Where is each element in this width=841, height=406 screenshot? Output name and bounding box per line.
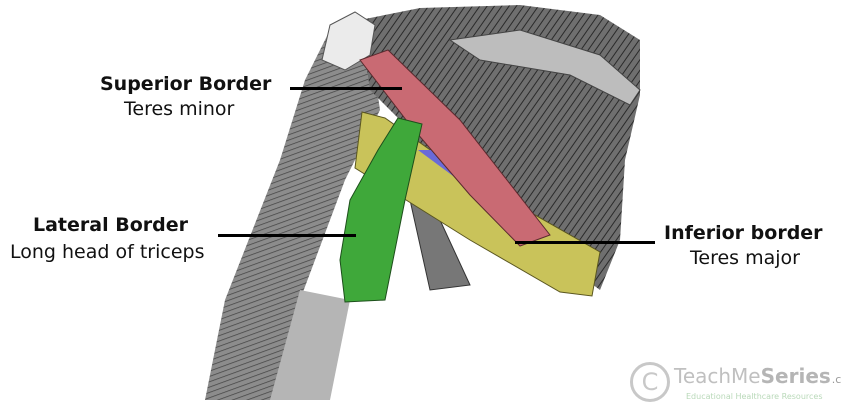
spine-of-scapula [448, 29, 641, 106]
teres-minor-muscle [359, 49, 551, 247]
long-head-triceps-muscle [339, 117, 423, 303]
logo-name-bold: Series [760, 364, 831, 388]
inferior-border-pointer-line [515, 241, 655, 244]
copyright-c-icon: C [630, 362, 670, 402]
superior-border-title: Superior Border [100, 73, 272, 95]
inferior-border-subtitle: Teres major [690, 247, 800, 269]
lateral-border-title: Lateral Border [33, 214, 188, 236]
logo-domain: .com [831, 373, 841, 386]
scapula [360, 5, 640, 290]
acromion-bone [321, 11, 376, 71]
logo-name-light: TeachMe [674, 364, 761, 388]
logo-wordmark: TeachMeSeries.com [674, 364, 841, 388]
superior-border-pointer-line [290, 87, 402, 90]
logo-tagline: Educational Healthcare Resources [686, 392, 823, 401]
lateral-border-pointer-line [218, 234, 356, 237]
inferior-border-title: Inferior border [664, 222, 823, 244]
deltoid-lower [270, 290, 350, 400]
teachmeseries-logo: C TeachMeSeries.com Educational Healthca… [630, 362, 841, 402]
humerus-arm [205, 30, 380, 400]
superior-border-subtitle: Teres minor [124, 98, 235, 120]
lateral-border-subtitle: Long head of triceps [10, 241, 205, 263]
